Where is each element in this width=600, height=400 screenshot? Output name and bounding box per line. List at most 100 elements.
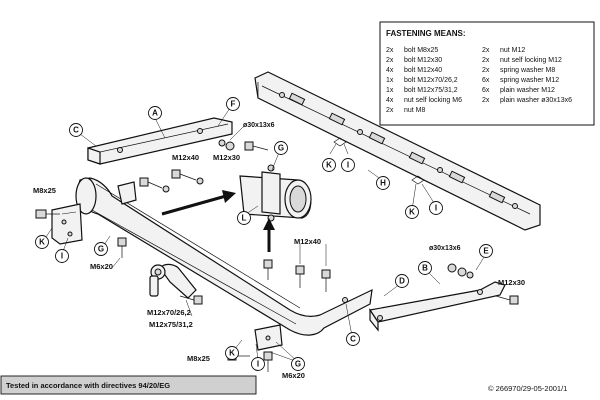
callout-c-bottom: C: [346, 332, 360, 346]
callout-g-left: G: [94, 242, 108, 256]
fastening-qty: 6x: [482, 87, 490, 94]
fastening-qty: 6x: [482, 77, 490, 84]
rear-bracket: [254, 324, 283, 351]
clip-k-top: [333, 137, 425, 185]
fastening-item: spring washer M12: [500, 77, 559, 84]
label-washer-top: ø30x13x6: [243, 122, 275, 129]
fastening-item: plain washer ø30x13x6: [500, 97, 572, 104]
tow-ball: [149, 263, 197, 299]
label-washer-right: ø30x13x6: [429, 245, 461, 252]
fastening-item: bolt M12x30: [404, 57, 442, 64]
fastening-qty: 1x: [386, 87, 394, 94]
fastening-item: bolt M12x40: [404, 67, 442, 74]
fastening-item: nut self locking M6: [404, 97, 462, 104]
svg-text:K: K: [409, 208, 415, 217]
label-m6x20-bottom: M6x20: [282, 371, 305, 380]
label-m12x30-right: M12x30: [498, 278, 525, 287]
label-m12x30-top: M12x30: [213, 153, 240, 162]
reinforcement-rail-h: [254, 71, 541, 231]
fastening-item: spring washer M8: [500, 67, 555, 74]
svg-text:K: K: [229, 349, 235, 358]
fastening-item: nut M8: [404, 107, 426, 114]
callout-f: F: [226, 97, 240, 111]
svg-text:H: H: [380, 179, 386, 188]
fastening-item: plain washer M12: [500, 87, 555, 94]
callout-k-right: K: [405, 205, 419, 219]
fastening-item: bolt M12x70/26,2: [404, 77, 458, 84]
svg-text:G: G: [295, 360, 301, 369]
bolt-m8x25-top: [35, 209, 60, 219]
svg-text:E: E: [483, 247, 489, 256]
fastening-qty: 1x: [386, 77, 394, 84]
svg-text:G: G: [98, 245, 104, 254]
callout-g-top: G: [274, 141, 288, 155]
bolt-m12x30-right: [495, 295, 519, 305]
svg-text:F: F: [231, 100, 236, 109]
washer-right: [447, 263, 474, 279]
callout-i-right: I: [429, 201, 443, 215]
callout-d: D: [395, 274, 409, 288]
fastening-qty: 2x: [482, 97, 490, 104]
callout-k-left: K: [35, 235, 49, 249]
svg-text:I: I: [347, 161, 349, 170]
callout-b: B: [418, 261, 432, 275]
fastening-qty: 4x: [386, 97, 394, 104]
svg-text:L: L: [242, 214, 247, 223]
fastening-qty: 2x: [482, 67, 490, 74]
copyright: © 266970/29-05-2001/1: [488, 384, 567, 393]
fastening-qty: 4x: [386, 67, 394, 74]
callout-h: H: [376, 176, 390, 190]
callout-a: A: [148, 106, 162, 120]
bolt-m12x40-d: [321, 269, 331, 292]
callout-i-bottom: I: [251, 357, 265, 371]
label-m6x20-left: M6x20: [90, 262, 113, 271]
side-bracket-a: [87, 117, 233, 165]
callout-k-bottom: K: [225, 346, 239, 360]
callout-i-top: I: [341, 158, 355, 172]
fastening-means-table: FASTENING MEANS: 2x bolt M8x25 2x bolt M…: [379, 21, 595, 126]
bolt-m6x20-bottom: [263, 351, 273, 372]
ball-mount-bracket: [117, 181, 137, 205]
fastening-qty: 2x: [482, 47, 490, 54]
svg-text:K: K: [326, 161, 332, 170]
test-note: Tested in accordance with directives 94/…: [6, 381, 170, 390]
label-m12x40-center: M12x40: [294, 237, 321, 246]
bolt-m12x40-b: [139, 177, 170, 193]
svg-text:G: G: [278, 144, 284, 153]
svg-text:B: B: [422, 264, 428, 273]
svg-text:D: D: [399, 277, 405, 286]
label-m8x25-top: M8x25: [33, 186, 56, 195]
svg-text:I: I: [61, 252, 63, 261]
callouts: A C F G L H K I: [35, 97, 493, 371]
fastening-right-column: 2x nut M12 2x nut self locking M12 2x sp…: [482, 47, 572, 104]
fastening-item: bolt M8x25: [404, 47, 438, 54]
callout-k-top: K: [322, 158, 336, 172]
cross-beam-d: [75, 177, 373, 336]
svg-text:I: I: [435, 204, 437, 213]
side-bracket-b: [368, 281, 506, 332]
label-m12x75: M12x75/31,2: [149, 320, 193, 329]
callout-c-top: C: [69, 123, 83, 137]
callout-e: E: [479, 244, 493, 258]
svg-text:K: K: [39, 238, 45, 247]
bolt-m12x40-a: [171, 169, 204, 185]
tube-detail-l: [239, 164, 312, 222]
fastening-item: bolt M12x75/31,2: [404, 87, 458, 94]
label-m12x70: M12x70/26,2: [147, 308, 191, 317]
bolt-m12x70: [179, 295, 203, 305]
svg-text:A: A: [152, 109, 158, 118]
dimension-labels: ø30x13x6 M12x40 M12x30 M8x25 M6x20 M12x4…: [33, 122, 525, 380]
assembly-arrow-right: [161, 190, 236, 216]
fastening-item: nut self locking M12: [500, 57, 562, 64]
fastening-qty: 2x: [386, 107, 394, 114]
callout-g-bottom: G: [291, 357, 305, 371]
svg-text:C: C: [73, 126, 79, 135]
fastening-title: FASTENING MEANS:: [386, 29, 466, 38]
bolt-m6x20-left: [117, 237, 127, 258]
fastening-item: nut M12: [500, 47, 525, 54]
bolt-m12x30-top: [218, 139, 269, 151]
svg-text:I: I: [257, 360, 259, 369]
fastening-qty: 2x: [386, 47, 394, 54]
fastening-left-column: 2x bolt M8x25 2x bolt M12x30 4x bolt M12…: [386, 47, 462, 114]
